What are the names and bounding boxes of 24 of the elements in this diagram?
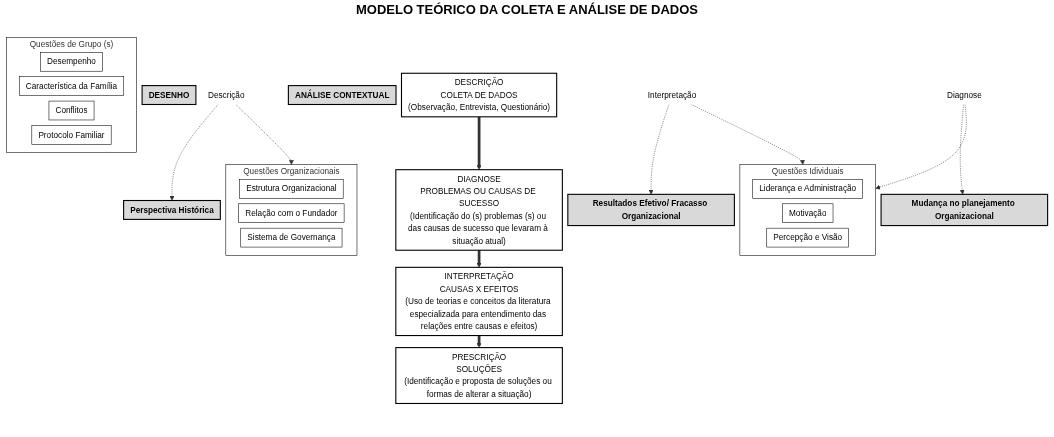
- node-box: Motivação: [782, 203, 834, 223]
- node-box: Relação com o Fundador: [238, 203, 345, 223]
- node-box: Perspectiva Histórica: [123, 199, 221, 220]
- node-box: Estrutura Organizacional: [239, 179, 344, 199]
- node-box: DESENHO: [141, 85, 197, 106]
- arrow: [476, 116, 482, 170]
- node-box: DIAGNOSE PROBLEMAS OU CAUSAS DE SUCESSO (Identificação do (s) problemas (s) ou das causas de sucesso que levaram à situação atual): [395, 169, 563, 251]
- diagram-title: MODELO TEÓRICO DA COLETA E ANÁLISE DE DADOS: [354, 2, 700, 17]
- node-box: INTERPRETAÇÃO CAUSAS X EFEITOS (Uso de teorias e conceitos da literatura especializada para entendimento das relações entre causas e efeitos): [395, 266, 563, 337]
- node-box: PRESCRIÇÃO SOLUÇÕES (Identificação e proposta de soluções ou formas de alterar a situação): [395, 347, 563, 405]
- node-box: ANÁLISE CONTEXTUAL: [287, 85, 397, 106]
- node-text: Descrição: [207, 89, 245, 100]
- node-box: Percepção e Visão: [766, 227, 849, 248]
- node-box: Resultados Efetivo/ Fracasso Organizacional: [567, 193, 735, 227]
- node-box: DESCRIÇÃO COLETA DE DADOS (Observação, Entrevista, Questionário): [400, 72, 558, 118]
- node-text: Diagnose: [946, 89, 982, 100]
- node-box: Liderança e Administração: [752, 179, 863, 199]
- node-box: Sistema de Governança: [240, 227, 343, 248]
- node-box: Protocolo Familiar: [31, 125, 112, 145]
- node-box: Desempenho: [40, 52, 103, 72]
- node-box: Característica da Família: [19, 76, 125, 96]
- node-box: Conflitos: [48, 100, 95, 121]
- node-text: Interpretação: [647, 89, 697, 100]
- node-box: Mudança no planejamento Organizacional: [880, 193, 1049, 227]
